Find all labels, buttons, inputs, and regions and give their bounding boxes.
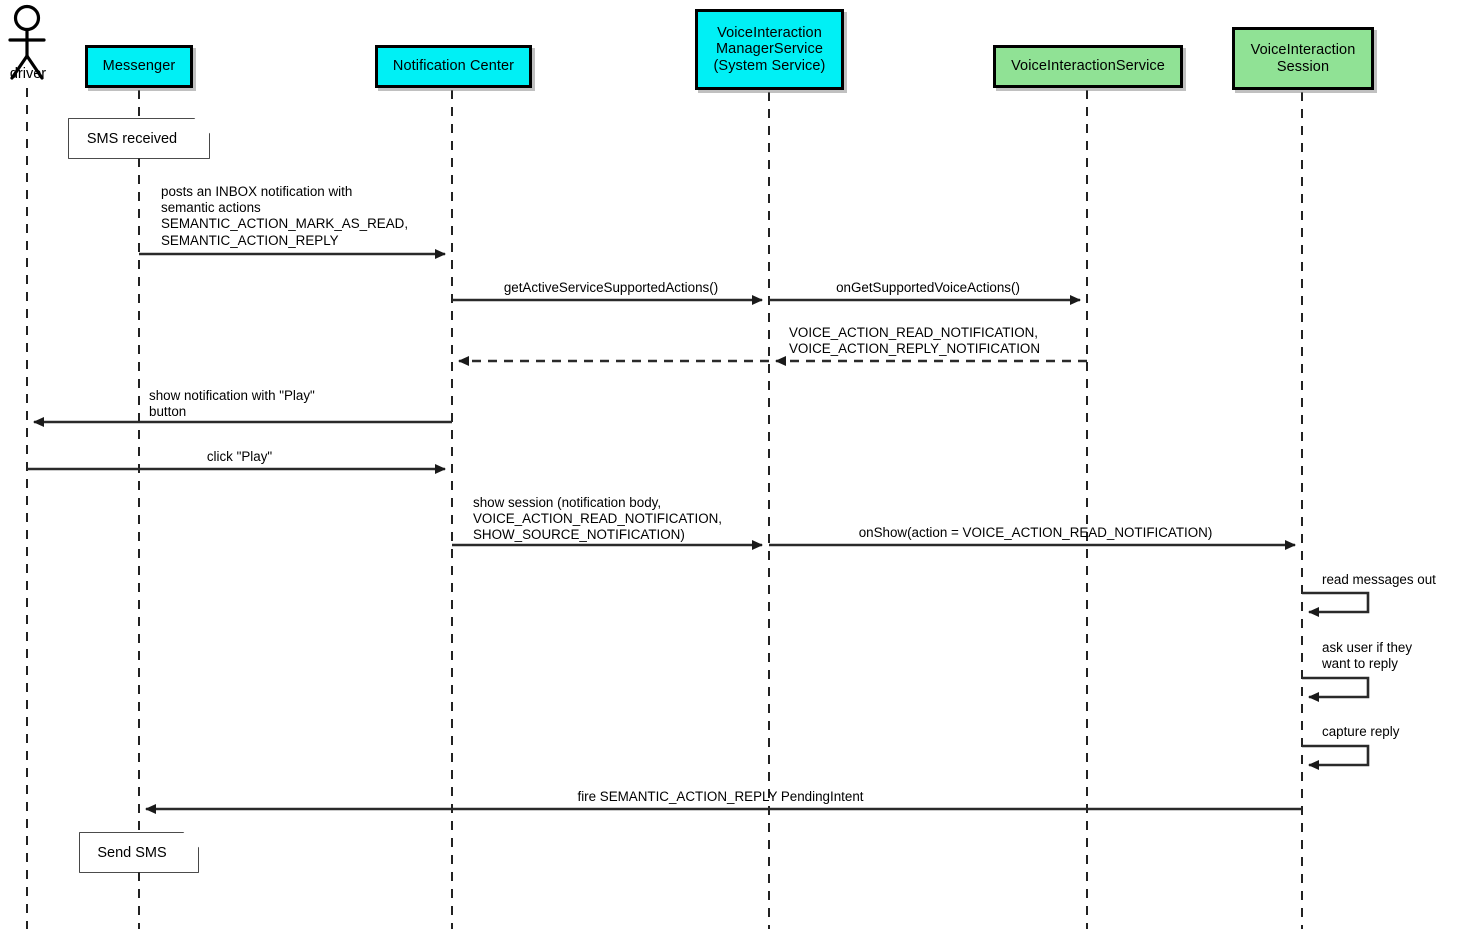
message-label-return-voice-actions: VOICE_ACTION_READ_NOTIFICATION, VOICE_AC… [789, 325, 1040, 357]
self-message-label-ask-user-if-they-want-to-reply: ask user if they want to reply [1322, 640, 1413, 672]
self-message-loops [1302, 591, 1370, 770]
message-arrows [27, 249, 1302, 814]
participant-voice-interaction-session-label: VoiceInteraction Session [1250, 42, 1356, 75]
note-send-sms-text: Send SMS [97, 844, 167, 861]
participant-notification-center[interactable]: Notification Center [375, 45, 532, 88]
message-label-show-session: show session (notification body, VOICE_A… [473, 495, 723, 543]
actor-driver-icon [8, 4, 46, 80]
participant-voice-interaction-service-label: VoiceInteractionService [1011, 58, 1165, 75]
self-message-label-capture-reply: capture reply [1322, 724, 1400, 739]
message-label-post-inbox-notification: posts an INBOX notification with semanti… [161, 184, 409, 248]
note-sms-received: SMS received [69, 119, 209, 158]
message-label-on-get-supported-voice-actions: onGetSupportedVoiceActions() [836, 280, 1020, 295]
message-label-click-play: click "Play" [206, 449, 273, 464]
message-label-show-notification-with-play-button: show notification with "Play" button [149, 388, 315, 420]
self-loop-capture-reply [1302, 744, 1370, 770]
participant-voice-interaction-manager-service[interactable]: VoiceInteraction ManagerService (System … [695, 9, 844, 90]
lifelines [26, 88, 1303, 929]
actor-driver-label: driver [9, 66, 47, 82]
message-label-get-active-service-supported-actions: getActiveServiceSupportedActions() [503, 280, 719, 295]
note-send-sms: Send SMS [80, 833, 198, 872]
self-loop-read-messages-out [1302, 591, 1370, 617]
participant-messenger-label: Messenger [102, 58, 176, 75]
self-loop-ask-user-if-they-want-to-reply [1302, 676, 1370, 702]
participant-notification-center-label: Notification Center [392, 58, 515, 75]
participant-voice-interaction-session[interactable]: VoiceInteraction Session [1232, 27, 1374, 90]
self-message-label-read-messages-out: read messages out [1322, 572, 1436, 587]
participant-messenger[interactable]: Messenger [85, 45, 193, 88]
participant-voice-interaction-manager-service-label: VoiceInteraction ManagerService (System … [713, 24, 826, 74]
participant-voice-interaction-service[interactable]: VoiceInteractionService [993, 45, 1183, 88]
message-label-fire-semantic-action-reply-pending-intent: fire SEMANTIC_ACTION_REPLY PendingIntent [577, 789, 864, 804]
message-label-on-show: onShow(action = VOICE_ACTION_READ_NOTIFI… [858, 525, 1213, 540]
note-sms-received-text: SMS received [86, 130, 178, 147]
